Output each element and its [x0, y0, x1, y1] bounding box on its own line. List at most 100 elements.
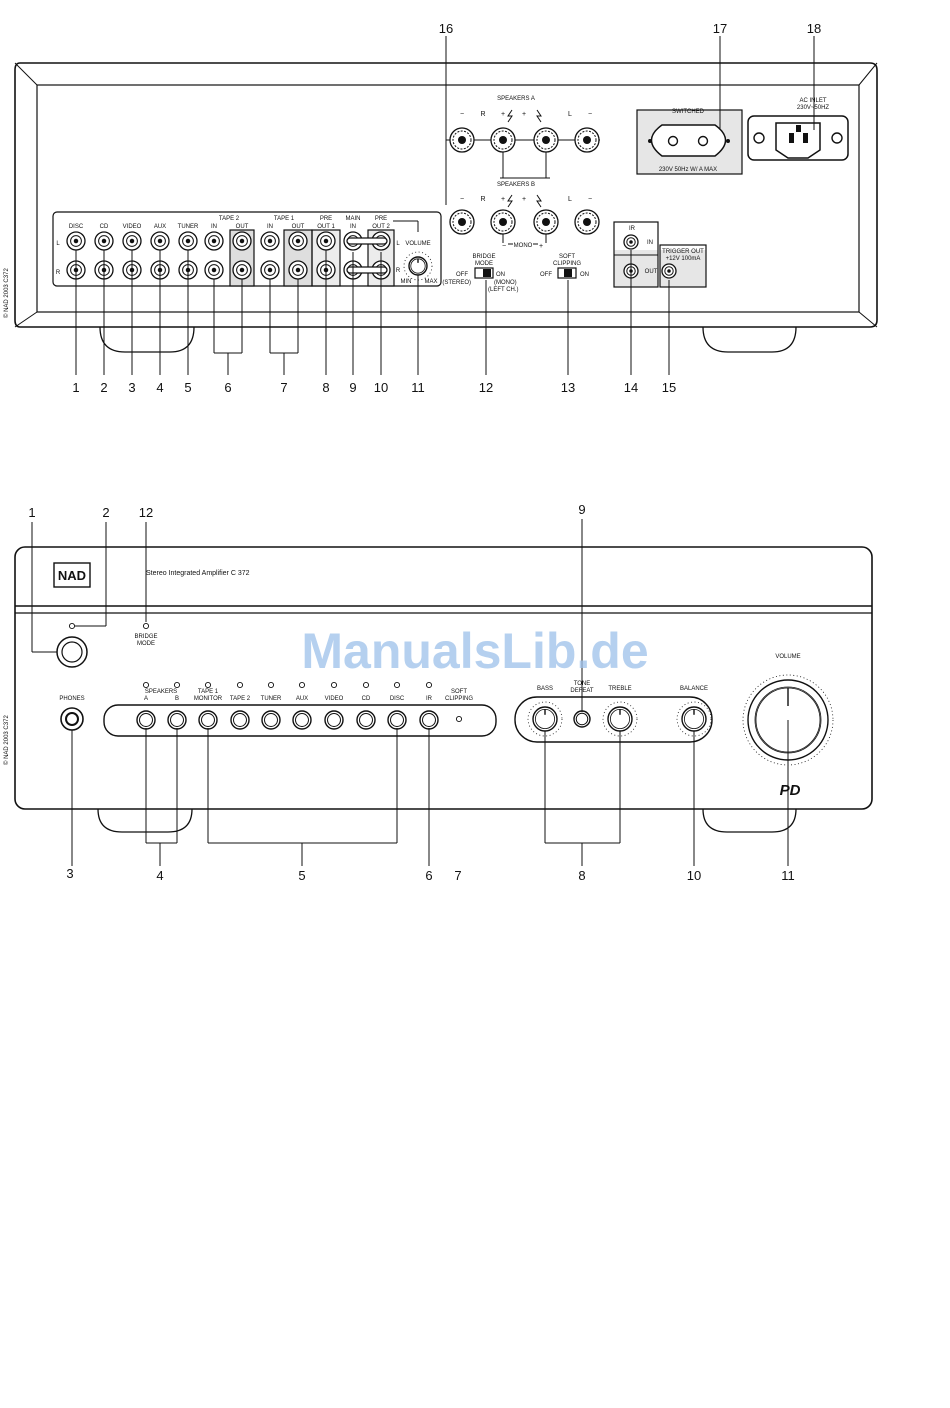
selector-button-10-cap	[422, 713, 436, 727]
rear-callout-5: 5	[184, 380, 191, 395]
ir-in-jack[interactable]	[623, 234, 639, 250]
selector-button-1[interactable]	[136, 710, 156, 730]
rca-jack-right-6[interactable]	[204, 260, 224, 280]
selector-button-7[interactable]	[324, 710, 344, 730]
switched-label: SWITCHED	[672, 109, 705, 115]
selector-button-10[interactable]	[419, 710, 439, 730]
tape1-in: IN	[267, 224, 273, 230]
rca-jack-left-4[interactable]	[150, 231, 170, 251]
trigger-out-jack-ring	[664, 266, 674, 276]
treble-knob[interactable]	[602, 701, 638, 737]
rca-jack-right-7[interactable]	[232, 260, 252, 280]
rca-jack-left-9-ring	[292, 235, 304, 247]
selector-button-6-cap	[295, 713, 309, 727]
selector-led-6	[298, 681, 306, 689]
jumper-left[interactable]	[346, 237, 388, 245]
rca-jack-left-5[interactable]	[178, 231, 198, 251]
rear-callout-14: 14	[624, 380, 638, 395]
phones-jack[interactable]	[60, 707, 84, 731]
rca-jack-left-2[interactable]	[94, 231, 114, 251]
rca-jack-left-3[interactable]	[122, 231, 142, 251]
softclip-on: ON	[580, 272, 589, 278]
rca-jack-left-9[interactable]	[288, 231, 308, 251]
selector-button-8[interactable]	[356, 710, 376, 730]
speaker-a-post-4[interactable]	[574, 127, 600, 153]
ir-in-jack-ring	[626, 237, 636, 247]
main-in-l1: MAIN	[346, 216, 361, 222]
rear-volume-min: MIN	[401, 279, 412, 285]
selector-led-1	[142, 681, 150, 689]
source-label-3: TUNER	[261, 696, 282, 702]
speaker-b-post-2-knurl	[493, 212, 513, 232]
selector-button-3[interactable]	[198, 710, 218, 730]
balance-knob[interactable]	[676, 701, 712, 737]
channel-r-label: R	[56, 270, 61, 276]
selector-button-2[interactable]	[167, 710, 187, 730]
speakers-title: SPEAKERS	[145, 689, 177, 695]
bridge-mode-led	[142, 622, 150, 630]
rca-jack-right-8-ring	[264, 264, 276, 276]
selector-led-5	[267, 681, 275, 689]
rca-jack-left-7[interactable]	[232, 231, 252, 251]
selector-button-7-cap	[327, 713, 341, 727]
ir-out-label: OUT	[645, 269, 658, 275]
speaker-b-post-2-hole	[499, 218, 507, 226]
tone-defeat-button[interactable]	[573, 710, 591, 728]
rca-jack-left-10[interactable]	[316, 231, 336, 251]
front-foot-right	[702, 808, 797, 833]
speaker-b-sign-2: R	[480, 196, 485, 203]
selector-led-8	[362, 681, 370, 689]
bridge-off: OFF	[456, 272, 468, 278]
speaker-b-post-4[interactable]	[574, 209, 600, 235]
selector-button-3-cap	[201, 713, 215, 727]
copyright-rear: © NAD 2003 C372	[3, 268, 10, 318]
speaker-a-post-3[interactable]	[533, 127, 559, 153]
rear-callout-15: 15	[662, 380, 676, 395]
speaker-a-sign-3: +	[501, 111, 505, 118]
rca-jack-left-6[interactable]	[204, 231, 224, 251]
trigger-out-jack[interactable]	[661, 263, 677, 279]
rear-callout-18: 18	[807, 21, 821, 36]
rca-jack-right-8[interactable]	[260, 260, 280, 280]
power-button-cap	[61, 641, 83, 663]
rca-jack-left-8[interactable]	[260, 231, 280, 251]
tone-defeat-button-cap	[575, 712, 589, 726]
rca-jack-right-7-pin	[239, 267, 245, 273]
rear-callout-17: 17	[713, 21, 727, 36]
speaker-b-post-3-hole	[542, 218, 550, 226]
speaker-b-post-2[interactable]	[490, 209, 516, 235]
rca-jack-right-8-pin	[267, 267, 273, 273]
speaker-a-post-1[interactable]	[449, 127, 475, 153]
speaker-a-post-2[interactable]	[490, 127, 516, 153]
selector-button-5[interactable]	[261, 710, 281, 730]
speaker-b-sign-4: +	[522, 196, 526, 203]
rca-jack-right-6-pin	[211, 267, 217, 273]
rca-jack-right-9[interactable]	[288, 260, 308, 280]
rear-callout-16: 16	[439, 21, 453, 36]
phones-jack-ring	[65, 712, 79, 726]
bass-knob[interactable]	[527, 701, 563, 737]
speaker-b-post-3[interactable]	[533, 209, 559, 235]
source-label-7: DISC	[390, 696, 405, 702]
jumper-right[interactable]	[346, 266, 388, 274]
selector-button-8-cap	[359, 713, 373, 727]
rca-jack-left-1-ring	[70, 235, 82, 247]
source-label-6: CD	[362, 696, 371, 702]
ir-in-label: IN	[647, 240, 653, 246]
mono-plus: +	[539, 243, 543, 250]
selector-button-9[interactable]	[387, 710, 407, 730]
rca-jack-left-3-ring	[126, 235, 138, 247]
selector-button-4[interactable]	[230, 710, 250, 730]
rca-jack-left-1[interactable]	[66, 231, 86, 251]
switched-pin-l	[667, 135, 679, 147]
selector-led-4	[236, 681, 244, 689]
speakers-a-label: SPEAKERS A	[497, 96, 535, 102]
rear-callout-4: 4	[156, 380, 163, 395]
selector-button-6[interactable]	[292, 710, 312, 730]
phones-label: PHONES	[59, 696, 84, 702]
trigger-box	[659, 244, 707, 288]
speaker-b-bolt-1	[507, 194, 513, 208]
speaker-b-post-1[interactable]	[449, 209, 475, 235]
speaker-a-sign-6: −	[588, 111, 592, 118]
